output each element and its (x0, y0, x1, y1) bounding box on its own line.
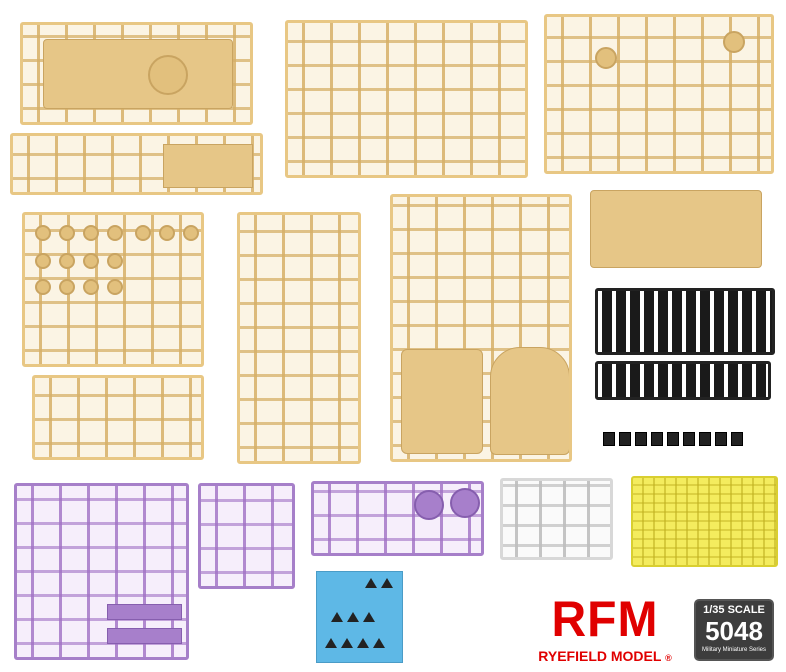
road-wheel (83, 253, 99, 269)
triangle-marking-icon (373, 638, 385, 648)
cupola-ring-part (450, 488, 480, 518)
wheel-part (595, 47, 617, 69)
registered-mark: ® (665, 653, 672, 663)
track-sprue-upper (595, 288, 775, 355)
decal-sheet (316, 571, 403, 663)
sprue-hull-lower (10, 133, 263, 195)
road-wheel (35, 225, 51, 241)
sprue-turret (390, 194, 572, 462)
road-wheel (107, 225, 123, 241)
product-badge: 1/35 SCALE 5048 Military Miniature Serie… (694, 599, 774, 661)
sprue-purple-small (198, 483, 295, 589)
wheel-part (723, 31, 745, 53)
road-wheel (35, 253, 51, 269)
sprue-hull-upper (20, 22, 253, 125)
road-wheel (59, 225, 75, 241)
sprue-purple-wide (311, 481, 484, 556)
ryefield-logo: RFM RYEFIELD MODEL ® (534, 591, 676, 667)
scale-label: 1/35 SCALE (703, 604, 765, 616)
triangle-marking-icon (347, 612, 359, 622)
photo-etch-fret (631, 476, 778, 567)
road-wheel (59, 253, 75, 269)
road-wheel (59, 279, 75, 295)
brand-name-text: RYEFIELD MODEL (538, 648, 662, 664)
road-wheel (107, 253, 123, 269)
track-link (715, 432, 727, 446)
sprue-d (237, 212, 361, 464)
turret-ring-part (148, 55, 188, 95)
track-link (683, 432, 695, 446)
track-link (651, 432, 663, 446)
fender-part (107, 628, 182, 644)
triangle-marking-icon (357, 638, 369, 648)
track-link (731, 432, 743, 446)
lower-hull-tub (590, 190, 762, 268)
track-link (619, 432, 631, 446)
track-link (699, 432, 711, 446)
turret-front-part (401, 349, 483, 454)
triangle-marking-icon (365, 578, 377, 588)
road-wheel (183, 225, 199, 241)
cupola-ring-part (414, 490, 444, 520)
triangle-marking-icon (381, 578, 393, 588)
triangle-marking-icon (331, 612, 343, 622)
track-sprue-lower (595, 361, 771, 400)
fender-part (107, 604, 182, 620)
sprue-small-parts (32, 375, 204, 460)
sprue-b (285, 20, 528, 178)
road-wheel (107, 279, 123, 295)
hull-top-part (43, 39, 233, 109)
series-label: Military Miniature Series (701, 647, 767, 653)
road-wheel (159, 225, 175, 241)
sprue-c (544, 14, 774, 174)
triangle-marking-icon (325, 638, 337, 648)
track-link (635, 432, 647, 446)
track-link (603, 432, 615, 446)
sprue-road-wheels (22, 212, 204, 367)
triangle-marking-icon (363, 612, 375, 622)
kit-number: 5048 (705, 616, 763, 646)
triangle-marking-icon (341, 638, 353, 648)
track-link (667, 432, 679, 446)
logo-letters: RFM (551, 591, 659, 648)
sprue-purple-large (14, 483, 189, 660)
road-wheel (35, 279, 51, 295)
road-wheel (135, 225, 151, 241)
hull-panel-part (163, 144, 253, 188)
road-wheel (83, 279, 99, 295)
sprue-clear (500, 478, 613, 560)
brand-name: RYEFIELD MODEL ® (534, 648, 676, 664)
turret-rear-part (490, 347, 569, 455)
road-wheel (83, 225, 99, 241)
